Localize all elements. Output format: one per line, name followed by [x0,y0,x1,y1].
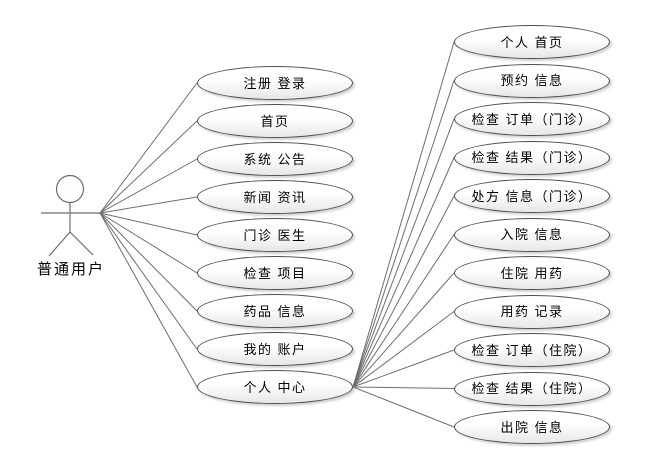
actor-left-leg [48,231,71,257]
association-line [99,82,198,214]
association-line [352,386,455,428]
association-lines [99,41,455,428]
actor-head [55,174,85,204]
association-line [352,311,455,388]
association-line [352,234,455,388]
use-case-label: 预约 信息 [500,73,564,88]
use-case-ellipse: 门诊 医生 [197,218,353,252]
use-case-ellipse: 我的 账户 [197,332,353,366]
association-line [99,212,198,350]
use-case-label: 检查 订单（住院） [471,342,593,358]
use-case-label: 用药 记录 [500,304,564,319]
use-case-ellipse: 出院 信息 [454,410,610,444]
use-case-label: 出院 信息 [500,419,564,435]
use-case-label: 首页 [260,113,290,129]
association-line [99,212,198,312]
association-line [352,80,455,388]
association-line [99,212,198,388]
use-case-label: 门诊 医生 [243,227,307,243]
use-case-label: 检查 项目 [243,265,307,281]
use-case-ellipse: 个人 中心 [197,370,353,404]
use-case-ellipse: 预约 信息 [454,63,610,98]
use-case-ellipse: 新闻 资讯 [197,180,353,214]
use-case-label: 我的 账户 [243,341,307,357]
association-line [99,212,198,236]
association-line [99,120,198,214]
use-case-ellipse: 注册 登录 [197,66,353,100]
use-case-label: 注册 登录 [243,75,307,91]
use-case-label: 药品 信息 [243,303,307,319]
actor-label: 普通用户 [36,261,105,278]
use-case-ellipse: 住院 用药 [454,256,610,290]
use-case-ellipse: 检查 项目 [197,256,353,290]
use-case-ellipse: 个人 首页 [454,25,610,59]
association-line [99,196,198,214]
use-case-ellipse: 检查 订单（门诊） [454,102,610,136]
association-line [352,272,455,388]
use-case-label: 系统 公告 [243,151,307,167]
use-case-ellipse: 检查 订单（住院） [454,333,610,367]
actor-right-leg [69,231,94,256]
use-case-label: 入院 信息 [500,227,564,242]
use-case-label: 个人 首页 [500,34,564,50]
association-line [99,212,198,274]
use-case-label: 检查 结果（门诊） [471,150,593,165]
use-case-label: 住院 用药 [500,265,564,281]
use-case-ellipse: 系统 公告 [197,142,353,176]
use-case-label: 检查 订单（门诊） [471,111,593,127]
use-case-ellipse: 药品 信息 [197,294,353,328]
use-case-ellipse: 入院 信息 [454,217,610,252]
use-case-ellipse: 处方 信息（门诊） [454,179,610,213]
use-case-ellipse: 检查 结果（住院） [454,371,610,406]
use-case-label: 个人 中心 [243,379,307,395]
use-case-ellipse: 首页 [197,104,353,138]
association-line [352,195,455,388]
association-line [99,158,198,214]
association-line [352,118,455,388]
use-case-label: 处方 信息（门诊） [471,188,593,204]
association-line [352,386,455,389]
use-case-ellipse: 检查 结果（门诊） [454,140,610,175]
use-case-ellipse: 用药 记录 [454,294,610,329]
association-line [352,349,455,388]
association-line [352,157,455,388]
use-case-label: 检查 结果（住院） [471,381,593,396]
association-line [352,41,455,388]
use-case-label: 新闻 资讯 [243,189,307,205]
actor-figure [41,174,100,257]
